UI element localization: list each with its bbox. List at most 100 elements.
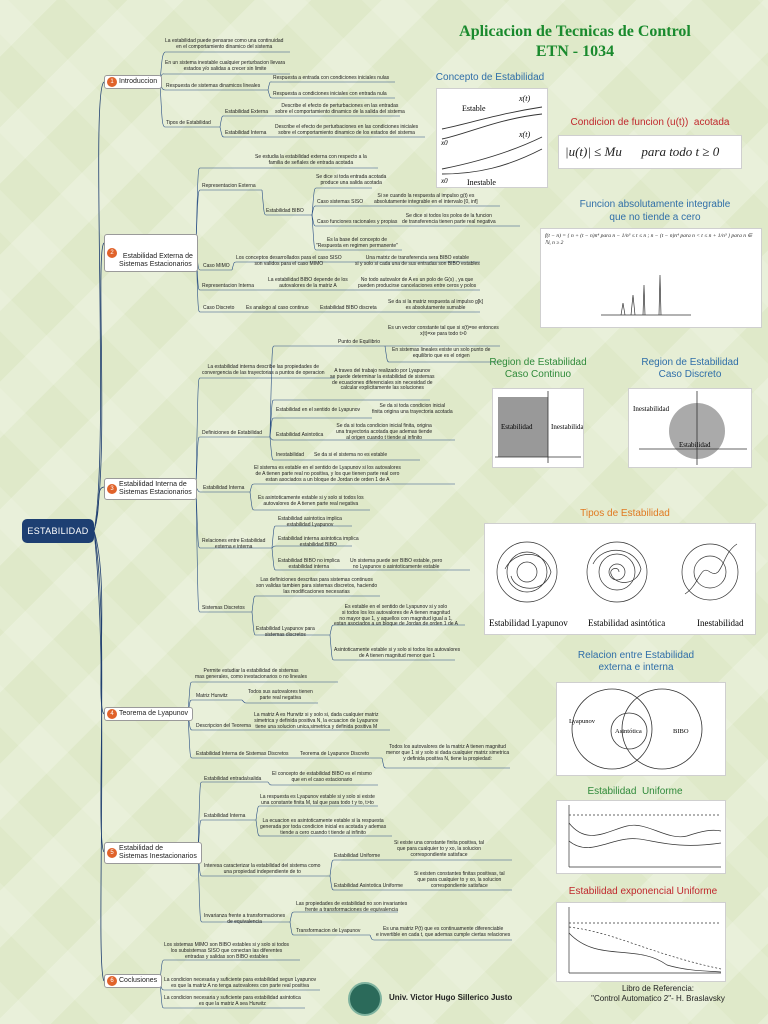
node-text: Se dice si toda entrada acotada produce … <box>316 174 387 186</box>
node-text: Inestabilidad <box>276 452 305 458</box>
node-text: Invarianza frente a transformaciones de … <box>204 913 286 925</box>
node-text: Estabilidad Uniforme <box>334 853 381 859</box>
node-text: Las definiciones descritas para sistemas… <box>256 577 378 595</box>
node-text: La estabilidad BIBO depende de los autov… <box>268 277 348 289</box>
node-text: Se da si toda condicion inicial finita o… <box>372 403 453 415</box>
circle-lyapunov <box>571 688 653 770</box>
node-text: La estabilidad puede pensarse como una c… <box>165 38 284 50</box>
panel-region-continuo: Estabilidad Inestabilidad <box>492 388 588 468</box>
node-text: Estabilidad en el sentido de Lyapunov <box>276 407 361 413</box>
node-text: Respuesta de sistemas dinamicos lineales <box>166 83 261 89</box>
panel-concepto-estabilidad: Estable x(t) x0 x(t) x0 Inestable <box>436 88 548 188</box>
node-text: Se da si la matriz respuesta al impulso … <box>388 299 484 311</box>
topic-estabilidad-interna[interactable]: 3 Estabilidad Interna de Sistemas Estaci… <box>104 478 197 500</box>
topic-sistemas-inestacionarios[interactable]: 5 Estabilidad de Sistemas Inestacionario… <box>104 842 202 864</box>
node-text: Teorema de Lyapunov Discreto <box>300 751 370 757</box>
topic-number: 6 <box>107 976 117 986</box>
node-text: Es una matriz P(t) que es continuamente … <box>376 926 511 938</box>
reference-label: Libro de Referencia: <box>621 984 695 993</box>
topic-number: 2 <box>107 248 117 258</box>
university-logo <box>348 982 382 1016</box>
node-text: La condicion necesaria y suficiente para… <box>164 977 317 989</box>
node-text: Los sistemas MIMO son BIBO estables si y… <box>164 942 290 960</box>
page-title: Aplicacion de Tecnicas de Control ETN - … <box>425 22 725 62</box>
node-text: Es un vector constante tal que si x(t)=x… <box>388 325 499 337</box>
equation-acotada: |u(t)| ≤ Mu para todo t ≥ 0 <box>565 144 720 159</box>
node-text: A traves del trabajo realizado por Lyapu… <box>330 368 435 392</box>
node-text: Estabilidad Asintotica Uniforme <box>334 883 403 889</box>
root-node-estabilidad[interactable]: ESTABILIDAD <box>22 519 94 543</box>
section-uniforme: Estabilidad Uniforme <box>587 786 683 797</box>
panel-tipos-estabilidad: Estabilidad Lyapunov Estabilidad asintót… <box>484 523 756 635</box>
node-text: Estabilidad BIBO <box>266 208 304 214</box>
equation-integrable: f(t − n) = { n + (t − n)n⁴ para n − 1/n³… <box>545 233 753 246</box>
label-xt: x(t) <box>518 94 530 103</box>
section-acotada: Condicion de funcion (u(t)) acotada <box>570 117 730 128</box>
node-text: En sistemas lineales existe un solo punt… <box>392 347 491 359</box>
node-text: Representacion Externa <box>202 183 256 189</box>
node-text: Una matriz de transferencia sera BIBO es… <box>355 255 480 267</box>
topic-conclusiones[interactable]: 6 Coclusiones <box>104 974 163 988</box>
label-lyapunov: Lyapunov <box>569 718 596 725</box>
panel-funcion-integrable: f(t − n) = { n + (t − n)n⁴ para n − 1/n³… <box>540 228 762 328</box>
node-text: Estabilidad Interna de Sistemas Discreto… <box>196 751 289 757</box>
section-relacion: Relacion entre Estabilidad externa e int… <box>577 650 695 673</box>
uniforme-plot <box>568 805 722 868</box>
node-text: Relaciones entre Estabilidad externa e i… <box>202 538 266 550</box>
node-text: La ecuacion es asintoticamente estable s… <box>260 818 387 836</box>
topic-label: Coclusiones <box>119 977 158 984</box>
node-text: Caso funciones racionales y propias <box>317 219 398 225</box>
node-text: Es estable en el sentido de Lyapunov si … <box>334 604 458 628</box>
node-text: Si existen constantes finitas positivas,… <box>414 871 505 889</box>
node-text: Todos sus autovalores tienen parte real … <box>248 689 313 701</box>
node-text: Definiciones de Estabilidad <box>202 430 263 436</box>
label-estable: Estable <box>462 104 486 113</box>
topic-number: 4 <box>107 709 117 719</box>
topic-label: Estabilidad Interna de Sistemas Estacion… <box>119 481 192 496</box>
section-exponencial: Estabilidad exponencial Uniforme <box>568 886 718 897</box>
node-text: Estabilidad Asintotica <box>276 432 324 438</box>
node-text: Estabilidad Lyapunov para sistemas discr… <box>256 626 315 638</box>
node-text: Descripcion del Teorema <box>196 723 251 729</box>
label-x0: x0 <box>440 177 448 185</box>
node-text: Estabilidad entrada/salida <box>204 776 262 782</box>
node-text: La matriz A es Hurwitz si y solo si, dad… <box>254 712 379 730</box>
exponencial-plot <box>568 907 722 974</box>
node-text: Punto de Equilibrio <box>338 339 380 345</box>
node-text: Todos los autovalores de la matriz A tie… <box>386 744 510 762</box>
node-text: Describe el efecto de perturbaciones en … <box>275 103 405 115</box>
title-line-2: ETN - 1034 <box>535 43 615 60</box>
topic-estabilidad-externa[interactable]: 2 Estabilidad Externa de Sistemas Estaci… <box>104 234 198 272</box>
topic-number: 1 <box>107 77 117 87</box>
region-discreto-plot: Inestabilidad Estabilidad <box>633 391 747 465</box>
section-tipos: Tipos de Estabilidad <box>580 508 670 519</box>
integrable-plot <box>601 274 691 316</box>
label-estabilidad: Estabilidad <box>679 441 711 449</box>
region-continuo-plot: Estabilidad Inestabilidad <box>495 391 588 463</box>
node-text: El concepto de estabilidad BIBO es el mi… <box>272 771 372 783</box>
node-text: Caso sistemas SISO <box>317 199 364 205</box>
topic-number: 3 <box>107 484 117 494</box>
venn-diagram: Lyapunov Asintótica BIBO <box>569 688 703 770</box>
node-text: Es analogo al caso continuo <box>246 305 309 311</box>
node-text: Un sistema puede ser BIBO estable, pero … <box>350 558 443 570</box>
concepto-diagram: Estable x(t) x0 x(t) x0 Inestable <box>440 94 543 187</box>
tipos-plot: Estabilidad Lyapunov Estabilidad asintót… <box>489 541 744 628</box>
node-text: Las propiedades de estabilidad no son in… <box>296 901 408 913</box>
panel-region-discreto: Inestabilidad Estabilidad <box>628 388 752 468</box>
node-text: Sistemas Discretos <box>202 605 245 611</box>
node-text: Los conceptos desarrollados para el caso… <box>236 255 342 267</box>
node-text: Tipos de Estabilidad <box>166 120 211 126</box>
topic-introduccion[interactable]: 1 Introduccion <box>104 75 163 89</box>
topic-label: Teorema de Lyapunov <box>119 710 189 717</box>
label-inestabilidad: Inestabilidad <box>551 423 583 431</box>
topic-teorema-lyapunov[interactable]: 4 Teorema de Lyapunov <box>104 707 194 721</box>
node-text: Si se cuando la respuesta al impulso g(t… <box>374 193 478 205</box>
author-name: Univ. Victor Hugo Sillerico Justo <box>389 993 513 1002</box>
reference: Libro de Referencia: "Control Automatico… <box>558 984 758 1004</box>
node-text: Caso Discreto <box>203 305 235 311</box>
topic-label: Estabilidad Externa de Sistemas Estacion… <box>119 253 193 268</box>
node-text: Describe el efecto de perturbaciones en … <box>275 124 419 136</box>
node-text: Respuesta a entrada con condiciones inic… <box>273 75 390 81</box>
panel-funcion-acotada: |u(t)| ≤ Mu para todo t ≥ 0 <box>558 135 742 169</box>
